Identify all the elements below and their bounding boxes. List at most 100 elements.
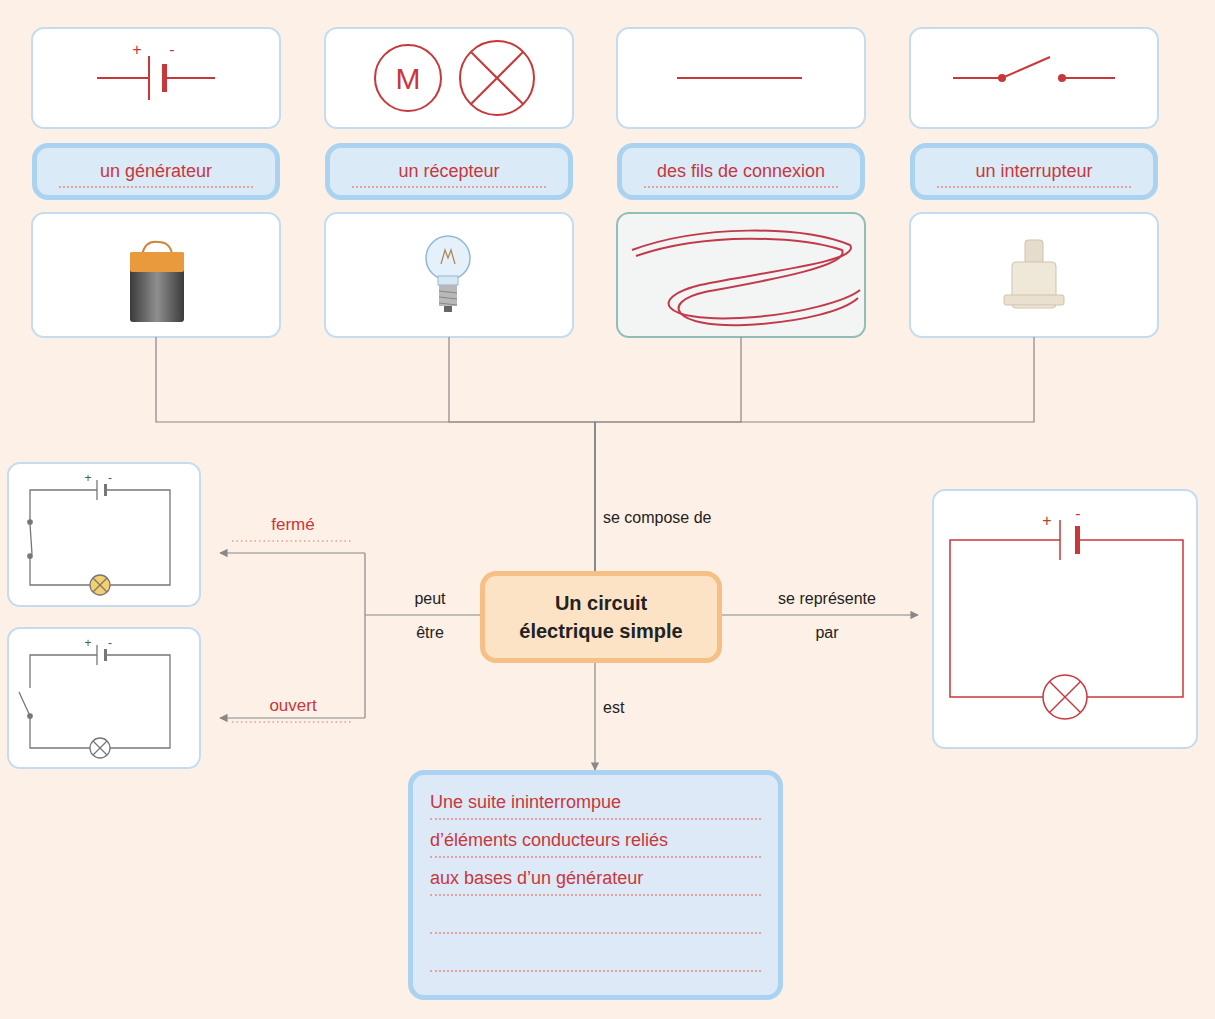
generator-symbol-part (97, 77, 149, 79)
closed-circuit-part (93, 578, 107, 592)
closed-circuit-part (104, 484, 107, 496)
symbol-box-part (617, 28, 865, 128)
closed-circuit-part (30, 490, 97, 522)
open-circuit-part (30, 655, 97, 688)
dotted-rule (430, 932, 761, 934)
closed-circuit-part (96, 480, 97, 500)
dotted-rule (352, 186, 546, 188)
dotted-rule (59, 186, 253, 188)
answer-underline (232, 541, 352, 722)
link-phrase: est (603, 699, 624, 717)
polarity-sign: + (84, 471, 91, 485)
connector-line (595, 337, 741, 571)
photo-box-part (617, 213, 865, 337)
switch-photo-part (1004, 295, 1064, 305)
open-circuit-part (106, 655, 170, 748)
circuit-box-part (8, 463, 200, 606)
open-circuit-part (90, 738, 110, 758)
symbol-box-part (325, 28, 573, 128)
closed-circuit-part (30, 524, 32, 554)
receiver-symbol-part (471, 52, 523, 104)
branch-line-part (220, 552, 365, 553)
circuit-schematic-part (1043, 675, 1087, 719)
connector-line (156, 337, 595, 571)
link-phrase: peut être (405, 582, 455, 650)
bulb-photo-part (439, 291, 457, 293)
wires-photo-part (636, 239, 858, 325)
connector-line (595, 337, 1034, 571)
dotted-rule (937, 186, 1131, 188)
switch-photo-part (1025, 240, 1043, 264)
closed-circuit-part (28, 520, 32, 524)
closed-circuit-part (30, 558, 90, 585)
circuit-schematic-part (1075, 526, 1080, 554)
bulb-photo-part (438, 276, 458, 285)
label-pill: un interrupteur (910, 143, 1158, 200)
circuit-schematic-part (1059, 520, 1061, 560)
circuit-box-part (933, 490, 1197, 748)
photo-box-part (325, 213, 573, 337)
switch-photo (1004, 240, 1064, 308)
polarity-sign: + (1042, 511, 1051, 530)
state-answer: ouvert (269, 696, 316, 716)
label-pill: un récepteur (325, 143, 573, 200)
connector-line (449, 337, 595, 571)
dotted-rule (430, 894, 761, 896)
dotted-rule (644, 186, 838, 188)
open-circuit-part (93, 741, 107, 755)
photo-box (32, 213, 1158, 337)
battery-photo-part (130, 252, 184, 322)
branch-line-part (722, 614, 918, 615)
dotted-rule (430, 818, 761, 820)
definition-text: Une suite ininterrompue d’éléments condu… (430, 783, 700, 897)
answer-underline-part (232, 540, 352, 542)
open-circuit-part (96, 645, 97, 665)
connector-line (594, 663, 595, 770)
bulb-photo-part (444, 306, 452, 312)
symbol-box-part (32, 28, 280, 128)
receiver-symbol (375, 41, 534, 115)
switch-symbol-part (953, 77, 1002, 79)
label-pill: un générateur (32, 143, 280, 200)
circuit-schematic-part (1080, 540, 1183, 697)
symbol-box-part (910, 28, 1158, 128)
wires-photo (632, 231, 860, 326)
bulb-photo-part (441, 250, 455, 264)
circuit-schematic-part (1050, 682, 1081, 713)
switch-symbol-part (1062, 77, 1115, 79)
open-circuit-part (104, 649, 107, 661)
definition-box: Une suite ininterrompue d’éléments condu… (408, 770, 783, 1000)
component-label: un interrupteur (910, 143, 1158, 337)
motor-letter: M (396, 61, 421, 97)
receiver-symbol-part (460, 41, 534, 115)
text-block: Une suite ininterrompue d’éléments condu… (430, 783, 700, 897)
link-phrase: se compose de (603, 509, 712, 527)
branch-line-part (364, 553, 365, 718)
branch-line-part (220, 717, 365, 718)
text-block: un interrupteur (975, 161, 1092, 182)
open-circuit (19, 645, 170, 758)
wire-symbol-part (677, 77, 802, 79)
bulb-photo-part (439, 297, 457, 299)
component-label: un générateur (32, 143, 280, 337)
text-block: un récepteur (398, 161, 499, 182)
branch-line-part (365, 614, 480, 615)
label-pill: des fils de connexion (617, 143, 865, 200)
component-name: un interrupteur (975, 161, 1092, 182)
circuit-schematic-part (1050, 682, 1081, 713)
branch-line (220, 553, 918, 718)
link-phrase: se représente par (767, 582, 887, 650)
component-name: des fils de connexion (657, 161, 825, 182)
dotted-rule (430, 970, 761, 972)
closed-circuit (28, 480, 170, 595)
text-block: un générateur (100, 161, 212, 182)
component-label: des fils de connexion (617, 143, 865, 337)
generator-symbol-part (167, 77, 215, 79)
switch-symbol-part (1002, 57, 1050, 78)
polarity-sign: - (108, 636, 112, 650)
component-label: un récepteur (325, 143, 573, 337)
closed-circuit-part (28, 554, 32, 558)
symbol-box (32, 28, 1158, 128)
